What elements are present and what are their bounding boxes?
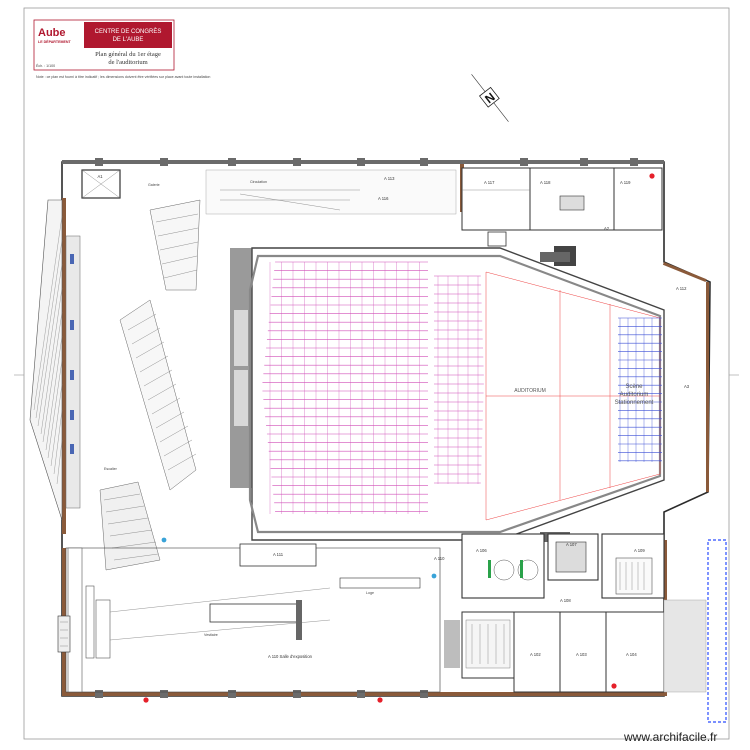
room-a1: A1: [97, 174, 103, 179]
room-lounge: Loge: [366, 591, 374, 595]
disclaimer-note: Note : ce plan est fourni à titre indica…: [36, 75, 210, 79]
info-point-icon: [161, 537, 167, 543]
stage-seating-block: [618, 317, 662, 462]
north-arrow-icon: N: [471, 74, 509, 122]
service-block-north-east: A 117 A 118 A 119 A2: [461, 167, 663, 266]
lower-foyer: A 111 A 110 Salle d'exposition Vestiaire…: [57, 537, 445, 703]
stage-label-line-2: Auditorium: [620, 392, 649, 398]
stage-label-line-1: Scène: [625, 384, 643, 390]
parcel-boundary: [707, 539, 727, 723]
room-a107: A 107: [566, 542, 577, 547]
fire-point-icon: [611, 683, 617, 689]
scale-note: Éch. : 1/100: [36, 63, 55, 68]
stage-label: Scène Auditorium Stationnement: [615, 384, 654, 406]
room-a112: A 112: [676, 286, 687, 291]
logo-word: Aube: [38, 27, 66, 39]
room-a111: A 111: [273, 552, 284, 557]
south-east-stair: [615, 557, 653, 595]
south-rooms-row: A 102 A 103 A 104: [444, 599, 707, 693]
room-a118: A 118: [540, 180, 551, 185]
sheet-frame: [23, 7, 730, 740]
room-a110: A 110: [434, 556, 445, 561]
room-galerie: Galerie: [148, 183, 160, 187]
watermark: www.archifacile.fr: [623, 730, 717, 744]
plan-title-line-2: de l'auditorium: [108, 59, 147, 66]
south-east-rooms: A 106 A 107 A 108 A 109: [461, 533, 665, 603]
logo-subtitle: LE DÉPARTEMENT: [38, 39, 71, 44]
room-a113: A 113: [384, 176, 395, 181]
upper-rooms: Circulation A 113 A 116: [205, 169, 457, 215]
west-facade: [29, 199, 81, 521]
room-circulation: Circulation: [250, 180, 267, 184]
room-a116: A 116: [378, 196, 389, 201]
stalls-seating-center: [434, 275, 484, 484]
info-point-icon: [431, 573, 437, 579]
room-a106: A 106: [476, 548, 487, 553]
org-line-1: CENTRE DE CONGRÈS: [95, 28, 162, 35]
plan-title-line-1: Plan général du 1er étage: [95, 51, 161, 58]
room-a108: A 108: [560, 598, 571, 603]
elevator-core: A1: [81, 169, 121, 199]
title-block: Aube LE DÉPARTEMENT CENTRE DE CONGRÈS DE…: [33, 19, 175, 71]
auditorium-label: AUDITORIUM: [514, 388, 546, 394]
stalls-seating-left: [262, 261, 428, 514]
north-label: N: [482, 90, 497, 106]
fire-point-icon: [143, 697, 149, 703]
room-hall: A 110 Salle d'exposition: [268, 654, 313, 659]
room-a2: A2: [604, 226, 610, 231]
room-a117: A 117: [484, 180, 495, 185]
room-a103: A 103: [576, 652, 587, 657]
room-a109: A 109: [634, 548, 645, 553]
room-a104: A 104: [626, 652, 637, 657]
room-vestiaire: Vestiaire: [204, 633, 218, 637]
fire-point-icon: [377, 697, 383, 703]
room-a119: A 119: [620, 180, 631, 185]
room-escalier: Escalier: [104, 467, 118, 471]
room-a102: A 102: [530, 652, 541, 657]
stage-label-line-3: Stationnement: [615, 400, 654, 406]
org-line-2: DE L'AUBE: [113, 37, 144, 43]
fire-point-icon: [649, 173, 655, 179]
foyer-staircase: Escalier Galerie: [99, 183, 201, 571]
auditorium-hall: [230, 247, 665, 542]
org-banner: [84, 22, 172, 48]
room-a3: A3: [684, 384, 690, 389]
